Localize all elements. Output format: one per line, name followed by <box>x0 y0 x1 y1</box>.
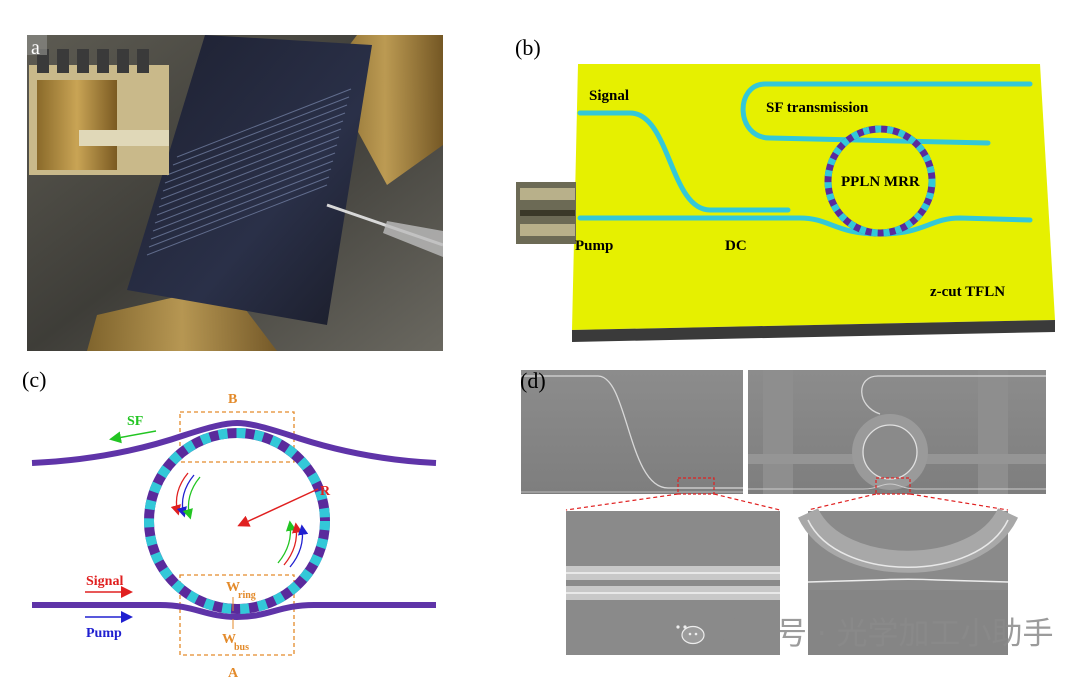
panel-b-label: (b) <box>515 35 541 60</box>
substrate-label: z-cut TFLN <box>930 284 1005 300</box>
panel-a-label: a <box>31 37 40 59</box>
w-bus-letter: W <box>222 632 236 647</box>
panel-c-label: (c) <box>22 367 47 392</box>
region-a-box <box>179 574 295 656</box>
watermark-text: 公众号 · 光学加工小助手 <box>714 616 1054 652</box>
sem-coupler-overview <box>521 370 743 495</box>
substrate <box>572 64 1055 330</box>
signal-label: Signal <box>589 88 629 104</box>
sf-label: SF <box>127 414 143 429</box>
ring-periodic-poling <box>824 125 936 237</box>
sf-transmission-label: SF transmission <box>766 100 869 116</box>
w-ring-letter: W <box>226 580 240 595</box>
top-bus-waveguide <box>31 419 437 466</box>
dc-label: DC <box>725 238 747 254</box>
label-b: B <box>228 392 237 407</box>
wechat-icon <box>670 618 705 644</box>
pump-label: Pump <box>575 238 613 254</box>
sem-ring-zoom <box>798 507 1018 655</box>
signal-label: Signal <box>86 574 123 589</box>
panel-a-photo: a <box>27 35 444 351</box>
r-label: R <box>320 484 331 499</box>
panel-d-sem: (d) <box>518 368 1050 668</box>
chip-photo <box>27 35 444 351</box>
radius-arrow <box>237 488 319 527</box>
ring-periodic-poling <box>144 428 330 614</box>
panel-c-ring-diagram: B A SF R Signal Pump W ring W bus <box>20 385 450 681</box>
sf-arrow <box>109 430 157 444</box>
panel-d-label: (d) <box>520 368 546 393</box>
bottom-bus-waveguide <box>32 602 436 621</box>
fiber-array <box>516 182 576 244</box>
watermark: 公众号 · 光学加工小助手 <box>668 608 1054 653</box>
label-a: A <box>228 666 239 680</box>
w-ring-subscript: ring <box>238 590 256 601</box>
panel-b-schematic: Signal Pump DC SF transmission PPLN MRR … <box>510 60 1070 350</box>
zoom-lines <box>565 493 1009 511</box>
waveguide-lines <box>146 88 352 256</box>
pump-label: Pump <box>86 626 122 641</box>
w-bus-subscript: bus <box>234 642 249 653</box>
sem-ring-overview <box>748 370 1046 495</box>
ppln-mrr-label: PPLN MRR <box>841 174 920 190</box>
